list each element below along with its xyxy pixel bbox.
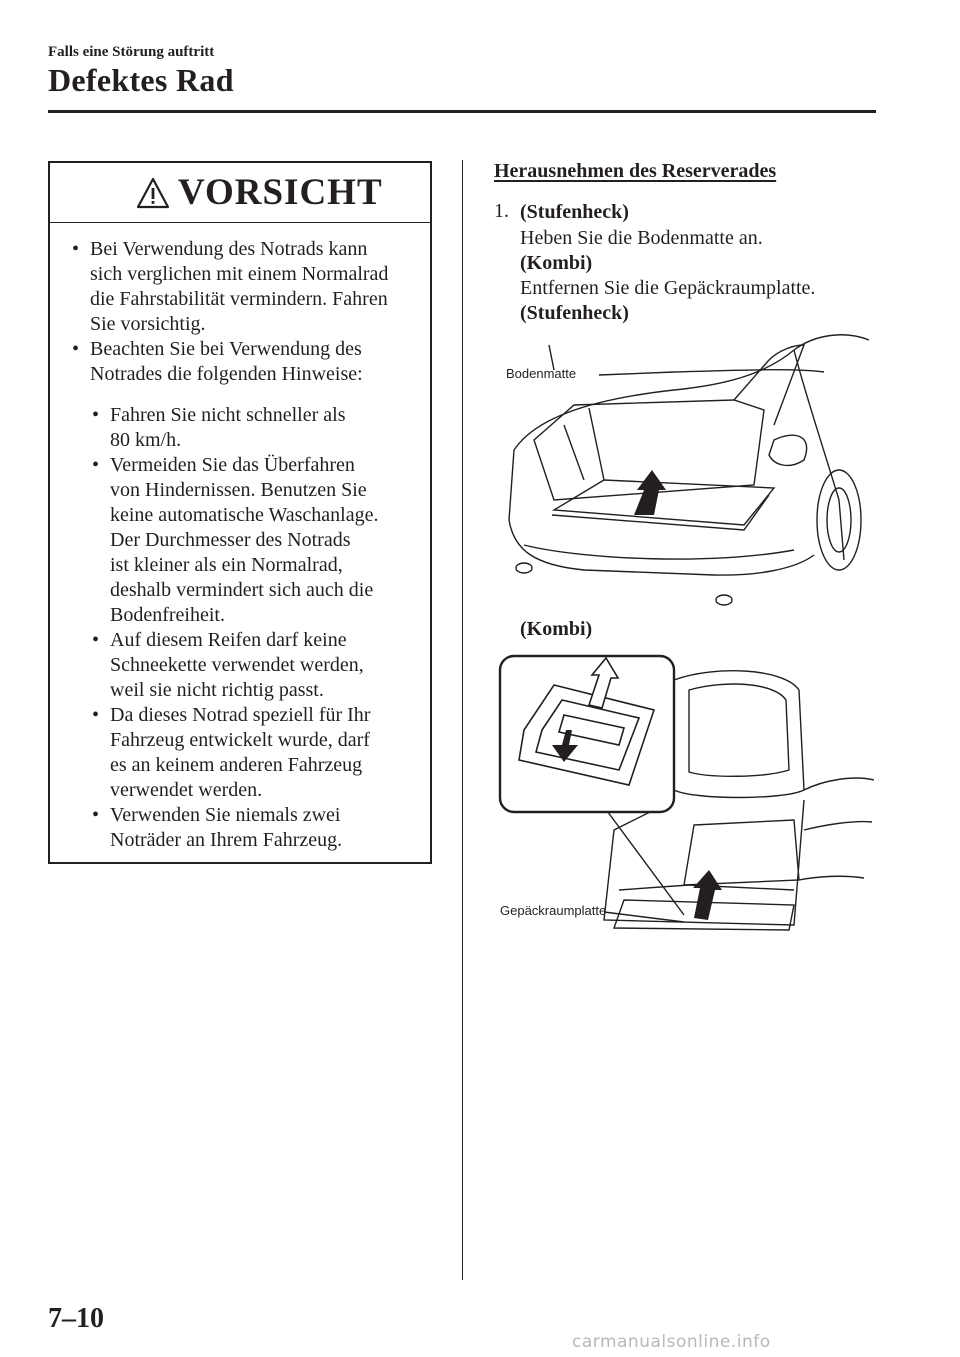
sub-bullet-text: Vermeiden Sie das Überfahren von Hindern… bbox=[110, 454, 379, 626]
warning-title: VORSICHT bbox=[178, 172, 383, 213]
sub-bullet-text: Fahren Sie nicht schneller als 80 km/h. bbox=[110, 404, 346, 451]
figure-label-bodenmatte: Bodenmatte bbox=[506, 366, 577, 381]
sedan-trunk-illustration bbox=[508, 334, 870, 606]
warning-divider bbox=[50, 222, 430, 223]
section-heading: Herausnehmen des Reserverades bbox=[494, 160, 777, 182]
sub-bullet-text: Da dieses Notrad speziell für Ihr Fahrze… bbox=[110, 704, 371, 801]
warning-box: VORSICHT • Bei Verwendung des Notrads ka… bbox=[48, 161, 432, 864]
bullet-text: Bei Verwendung des Notrads kann sich ver… bbox=[90, 238, 389, 335]
step-line: Entfernen Sie die Gepäckraumplatte. bbox=[520, 277, 816, 299]
kombi-label: (Kombi) bbox=[520, 618, 593, 640]
bullet-text: Beachten Sie bei Verwendung des Notrades… bbox=[90, 338, 363, 385]
step-number: 1. bbox=[494, 200, 509, 222]
page-title: Defektes Rad bbox=[48, 62, 234, 98]
column-divider bbox=[462, 160, 463, 1280]
step-line: (Kombi) bbox=[520, 252, 593, 274]
warning-triangle-icon bbox=[136, 177, 170, 209]
section-label: Falls eine Störung auftritt bbox=[48, 44, 215, 60]
kombi-cargo-illustration bbox=[498, 654, 874, 931]
page-number: 7–10 bbox=[48, 1303, 104, 1334]
site-watermark: carmanualsonline.info bbox=[572, 1332, 771, 1352]
step-line: (Stufenheck) bbox=[520, 302, 629, 324]
title-rule bbox=[48, 110, 876, 113]
step-line: Heben Sie die Bodenmatte an. bbox=[520, 227, 763, 249]
sub-bullet-text: Verwenden Sie niemals zwei Noträder an I… bbox=[110, 804, 343, 851]
sub-bullet-text: Auf diesem Reifen darf keine Schneekette… bbox=[110, 629, 364, 701]
figure-label-gepaeckraumplatte: Gepäckraumplatte bbox=[500, 903, 607, 918]
step-line: (Stufenheck) bbox=[520, 201, 629, 223]
warning-header: VORSICHT bbox=[50, 163, 430, 223]
